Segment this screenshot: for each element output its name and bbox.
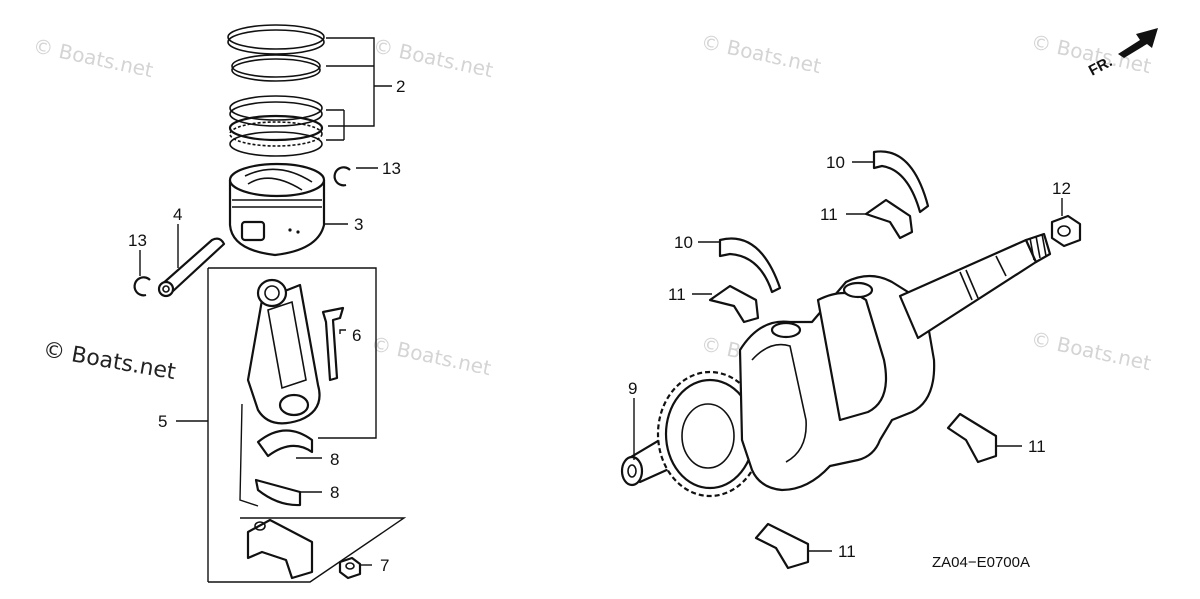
- watermark: © Boats.net: [31, 33, 155, 82]
- callout-piston-rings: 2: [396, 77, 405, 96]
- callout-rod-bearing-upper: 8: [330, 450, 339, 469]
- callout-main-bearing-bottom: 11: [838, 542, 856, 561]
- callout-main-bearing-lower: 11: [668, 285, 686, 304]
- callout-main-bearing-right: 11: [1028, 437, 1046, 456]
- diagram-code: ZA04−E0700A: [932, 554, 1030, 571]
- callout-rod-nut: 7: [380, 556, 389, 575]
- callout-connecting-rod: 5: [158, 412, 167, 431]
- connecting-rod-bolt: [321, 306, 345, 382]
- piston-pin: [157, 237, 226, 298]
- rod-nut: [338, 556, 362, 580]
- watermarks: © Boats.net © Boats.net © Boats.net © Bo…: [31, 29, 1153, 385]
- piston: [228, 162, 326, 257]
- connecting-rod: [246, 278, 321, 425]
- callout-rod-bolt: 6: [352, 326, 361, 345]
- callout-main-bearing-upper: 11: [820, 205, 838, 224]
- callout-pin-clip-upper: 13: [382, 159, 401, 178]
- crankshaft: [620, 232, 1052, 498]
- watermark: © Boats.net: [1029, 326, 1153, 375]
- callout-piston: 3: [354, 215, 363, 234]
- watermark: © Boats.net: [371, 33, 495, 82]
- callout-thrust-washer-upper: 10: [826, 153, 845, 172]
- piston-rings: [227, 24, 325, 157]
- callout-thrust-washer-lower: 10: [674, 233, 693, 252]
- bearing-shells-rod: [254, 429, 314, 507]
- thrust-washers-and-bearings: [708, 150, 998, 570]
- callout-rod-bearing-lower: 8: [330, 483, 339, 502]
- left-leader-lines: [139, 37, 407, 583]
- piston-pin-clips: [133, 166, 351, 297]
- callout-crankshaft: 9: [628, 379, 637, 398]
- callout-pin-clip-lower: 13: [128, 231, 147, 250]
- watermark-dark: © Boats.net: [41, 337, 178, 385]
- rod-cap: [246, 518, 314, 580]
- crankshaft-nut: [1050, 214, 1082, 248]
- callout-crank-nut: 12: [1052, 179, 1071, 198]
- watermark: © Boats.net: [369, 331, 493, 380]
- right-leader-lines: [633, 161, 1063, 552]
- watermark: © Boats.net: [699, 29, 823, 78]
- callouts: 2 13 3 4 13 6 5 8 8 7 10 11 12 10 11 9 1…: [128, 77, 1071, 575]
- front-arrow-icon: [1118, 28, 1158, 58]
- callout-piston-pin: 4: [173, 205, 182, 224]
